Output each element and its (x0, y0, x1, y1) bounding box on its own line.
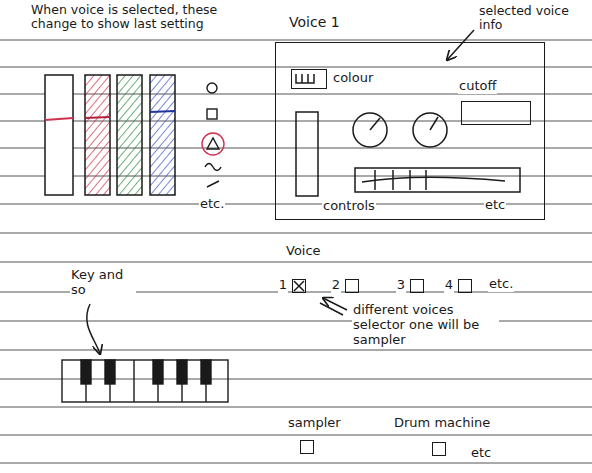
level-bar (117, 75, 142, 195)
voice-bars (45, 75, 175, 195)
voice-panel: Voice 1colourcutoff (275, 42, 545, 220)
level-bar (85, 75, 110, 195)
note: selected voice info (478, 4, 580, 33)
note: Key and so (70, 268, 136, 298)
sampler-checkbox: sampler (300, 440, 314, 454)
note: When voice is selected, these change to … (30, 3, 244, 32)
knob-pointer (430, 117, 438, 130)
etc-label: etc. (199, 197, 225, 212)
leader-arrow (320, 303, 343, 315)
black-key (81, 360, 91, 384)
saw-symbol (207, 181, 219, 187)
cutoff-box: cutoff (461, 101, 531, 125)
selected-ring (202, 133, 224, 155)
slider-tick (425, 170, 427, 190)
ruled-line (0, 262, 592, 263)
wave-symbol (205, 164, 221, 171)
cross-stroke (294, 281, 304, 291)
ruled-line (0, 67, 592, 68)
node-heading: Voice 1 (288, 14, 341, 30)
level-mark (45, 118, 73, 120)
level-bar (45, 75, 73, 195)
etc-label: etc (470, 446, 492, 461)
voice-checkbox: 2 (345, 279, 359, 293)
ruled-line (0, 321, 592, 322)
square-symbol (207, 109, 217, 119)
colour-icon (296, 74, 314, 83)
voice-checkbox: 3 (410, 279, 424, 293)
ruled-line (0, 233, 592, 234)
ruled-line (0, 435, 592, 436)
sine-symbol (207, 83, 217, 93)
node-heading: 4 (444, 278, 454, 293)
node-heading: 1 (278, 278, 288, 293)
etc-label: etc (484, 198, 506, 213)
voice-checkbox: 4 (458, 279, 472, 293)
node-heading: cutoff (458, 79, 497, 94)
black-key (201, 360, 211, 384)
knob (353, 113, 387, 147)
node-heading: colour (332, 71, 374, 86)
leader-arrow (323, 298, 347, 310)
node-heading: Drum machine (393, 416, 491, 431)
leader-arrow (447, 30, 474, 60)
level-bar (150, 75, 175, 195)
slider-tick (392, 170, 394, 190)
ruled-line (0, 463, 592, 464)
note: different voices selector one will be sa… (352, 303, 499, 348)
black-key (177, 360, 187, 384)
node-heading: sampler (287, 416, 342, 431)
checkbox-cross (294, 281, 304, 291)
black-key (153, 360, 163, 384)
triangle-symbol (207, 138, 219, 149)
node-heading: 2 (331, 278, 341, 293)
ruled-lines (0, 40, 592, 463)
section-label: Voice (285, 244, 322, 259)
leader-arrow (87, 304, 100, 354)
etc-label: etc. (488, 277, 514, 292)
level-mark (85, 117, 110, 118)
slider-curve (362, 177, 505, 182)
keyboard-outline (62, 360, 228, 402)
knob (413, 113, 447, 147)
panel-controls (296, 74, 520, 196)
voice-checkbox: 1 (292, 279, 306, 293)
black-key (105, 360, 115, 384)
drum-machine-checkbox: Drum machine (432, 442, 446, 456)
colour-box: colour (291, 69, 327, 89)
knob-pointer (370, 118, 380, 130)
slider-tick (409, 170, 411, 190)
wave-symbols (202, 83, 224, 187)
node-heading: 3 (396, 278, 406, 293)
vertical-slider (296, 112, 318, 196)
key-line (133, 360, 134, 402)
level-mark (150, 111, 175, 112)
ruled-line (0, 350, 592, 351)
ruled-line (0, 407, 592, 408)
cross-stroke (294, 281, 304, 291)
horizontal-slider (355, 168, 520, 192)
ruled-line (0, 40, 592, 41)
group-label: controls (322, 199, 376, 214)
keyboard (62, 360, 228, 402)
